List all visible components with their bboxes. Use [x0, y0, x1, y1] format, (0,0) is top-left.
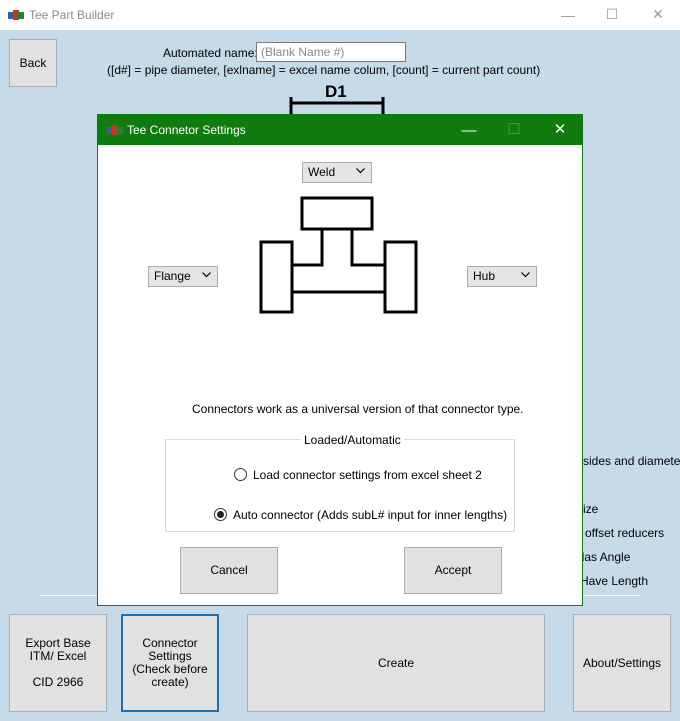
auto-connector-radio[interactable] [214, 508, 227, 521]
main-title-bar: Tee Part Builder — ☐ ✕ [0, 0, 680, 30]
option-offset-reducers[interactable]: offset reducers [585, 526, 665, 540]
cid-label: CID 2966 [32, 675, 84, 689]
radio-selected-dot [217, 511, 224, 518]
dialog-minimize-icon[interactable]: — [461, 122, 477, 139]
dialog-title: Tee Connetor Settings [127, 123, 246, 137]
group-title: Loaded/Automatic [301, 433, 404, 447]
left-connector-value: Flange [154, 269, 191, 283]
accept-button[interactable]: Accept [404, 547, 502, 594]
diameter-label: D1 [325, 82, 347, 101]
option-sides-diameter[interactable]: sides and diameter [583, 454, 680, 468]
dialog-title-bar: Tee Connetor Settings — ☐ ✕ [98, 115, 582, 145]
close-icon[interactable]: ✕ [652, 6, 664, 22]
top-connector-select[interactable]: Weld [302, 162, 372, 183]
minimize-icon[interactable]: — [561, 7, 575, 23]
chevron-down-icon [356, 168, 365, 174]
connector-settings-button[interactable]: Connector Settings (Check before create) [121, 614, 219, 712]
right-connector-select[interactable]: Hub [467, 266, 537, 287]
chevron-down-icon [202, 272, 211, 278]
tee-diagram [259, 196, 418, 314]
chevron-down-icon [521, 272, 530, 278]
create-button[interactable]: Create [247, 614, 545, 712]
about-settings-button[interactable]: About/Settings [573, 614, 671, 712]
app-icon [8, 9, 24, 21]
load-excel-label[interactable]: Load connector settings from excel sheet… [253, 468, 482, 482]
window-title: Tee Part Builder [29, 8, 115, 22]
info-text: Connectors work as a universal version o… [192, 402, 524, 416]
automated-name-input[interactable]: (Blank Name #) [256, 42, 406, 62]
top-connector-value: Weld [308, 165, 336, 179]
load-excel-radio[interactable] [234, 468, 247, 481]
dialog-close-icon[interactable]: ✕ [553, 121, 567, 138]
connector-settings-dialog: Tee Connetor Settings — ☐ ✕ Weld Flange … [97, 114, 583, 606]
export-label-line1: Export Base [25, 636, 91, 650]
left-connector-select[interactable]: Flange [148, 266, 218, 287]
option-have-length[interactable]: Have Length [580, 574, 649, 588]
option-angle[interactable]: llas Angle [579, 550, 631, 564]
auto-connector-label[interactable]: Auto connector (Adds subL# input for inn… [233, 508, 508, 522]
dialog-maximize-icon: ☐ [507, 121, 521, 138]
cancel-button[interactable]: Cancel [180, 547, 278, 594]
option-size[interactable]: ize [583, 502, 599, 516]
back-button[interactable]: Back [9, 39, 57, 87]
automated-name-label: Automated name: [163, 46, 258, 60]
right-connector-value: Hub [473, 269, 496, 283]
name-legend: ([d#] = pipe diameter, [exlname] = excel… [107, 63, 541, 77]
dimension-line [289, 97, 385, 117]
maximize-icon[interactable]: ☐ [605, 6, 619, 22]
export-label-line2: ITM/ Excel [29, 649, 87, 663]
export-base-button[interactable]: Export Base ITM/ Excel CID 2966 [9, 614, 107, 712]
dialog-app-icon [107, 124, 123, 136]
